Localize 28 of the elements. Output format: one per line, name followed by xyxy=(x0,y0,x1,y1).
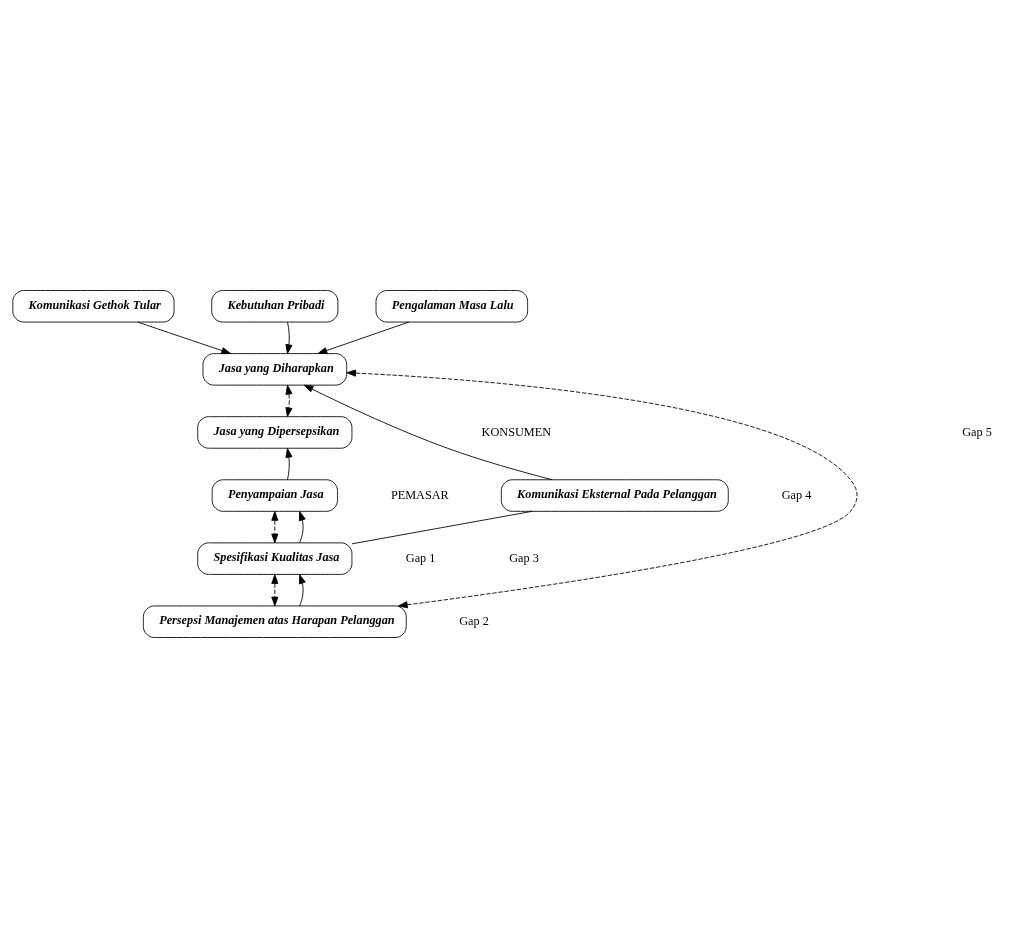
connector xyxy=(351,510,533,545)
node-box: Spesifikasi Kualitas Jasa xyxy=(197,542,353,575)
label: PEMASAR xyxy=(390,487,449,502)
label: Gap 2 xyxy=(459,613,489,628)
arrow xyxy=(271,574,279,607)
arrow xyxy=(285,384,293,418)
node-box: Pengalaman Masa Lalu xyxy=(375,290,529,323)
node-box: Penyampaian Jasa xyxy=(211,479,338,512)
node-box: Jasa yang Dipersepsikan xyxy=(197,416,353,449)
node-box: Jasa yang Diharapkan xyxy=(202,353,348,386)
label: Gap 1 xyxy=(405,550,436,565)
arrow xyxy=(299,511,306,544)
node-box: Kebutuhan Pribadi xyxy=(211,290,339,323)
node-box: Komunikasi Gethok Tular xyxy=(12,290,175,323)
label: Gap 3 xyxy=(509,550,539,565)
arrow xyxy=(346,369,858,609)
arrow xyxy=(285,321,293,354)
arrow xyxy=(303,384,553,481)
label: Gap 5 xyxy=(962,424,992,439)
label: Gap 4 xyxy=(781,487,812,502)
arrow xyxy=(317,321,410,354)
label: KONSUMEN xyxy=(481,424,552,439)
arrow xyxy=(299,574,306,607)
arrow xyxy=(271,511,279,544)
node-box: Komunikasi Eksternal Pada Pelanggan xyxy=(500,479,729,512)
arrow xyxy=(137,321,231,355)
arrow xyxy=(285,448,293,481)
node-box: Persepsi Manajemen atas Harapan Pelanggan xyxy=(142,605,407,638)
